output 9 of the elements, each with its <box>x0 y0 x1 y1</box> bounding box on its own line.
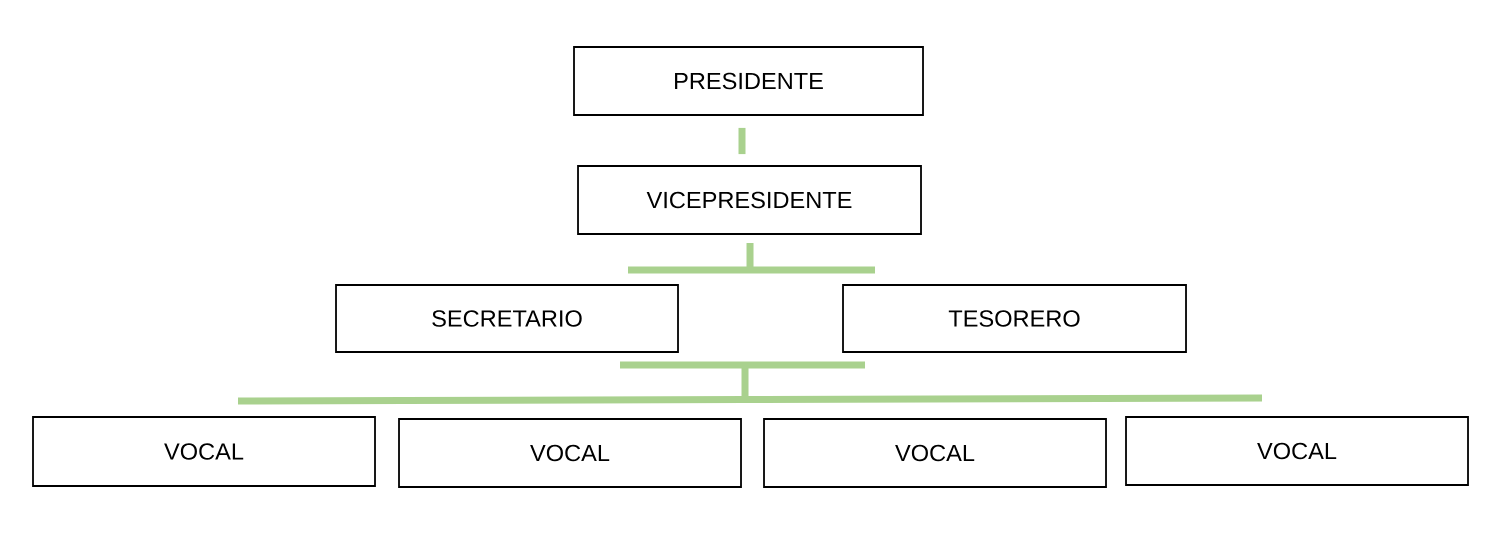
org-chart-box: TESORERO <box>842 284 1187 353</box>
org-chart-box: VOCAL <box>398 418 742 488</box>
org-chart-box: SECRETARIO <box>335 284 679 353</box>
org-chart-box: PRESIDENTE <box>573 46 924 116</box>
org-chart-box: VOCAL <box>763 418 1107 488</box>
org-chart-box: VICEPRESIDENTE <box>577 165 922 235</box>
connector-line <box>738 127 746 155</box>
org-chart-box: VOCAL <box>32 416 376 487</box>
org-chart-box: VOCAL <box>1125 416 1469 486</box>
